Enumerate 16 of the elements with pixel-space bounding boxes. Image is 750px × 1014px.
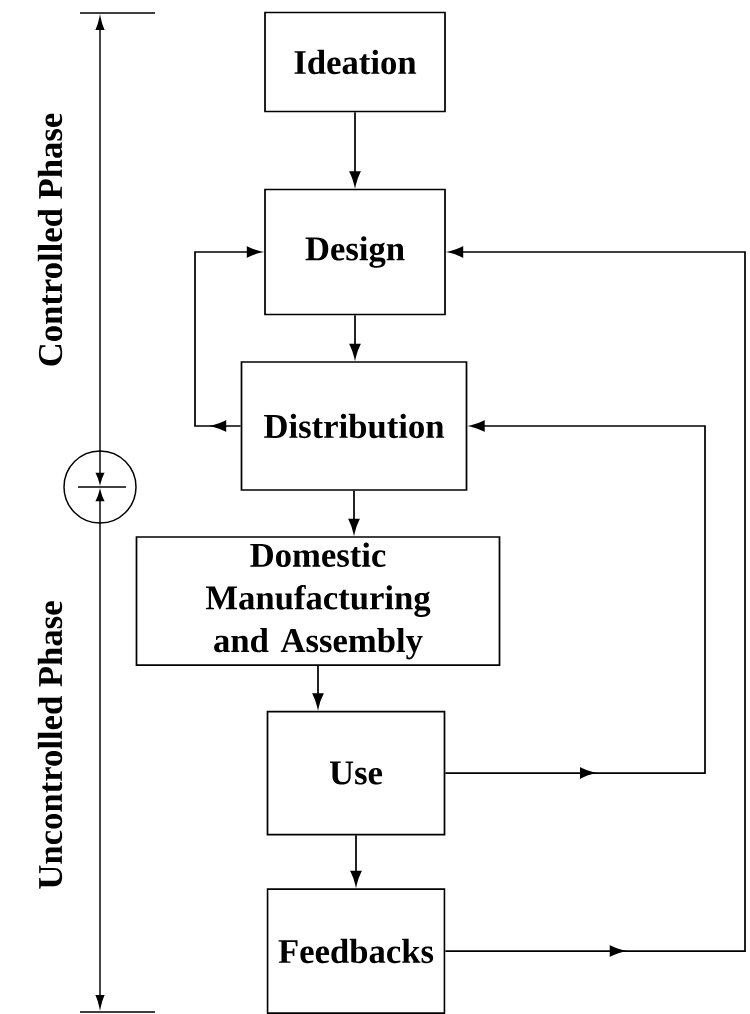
process-box: Domestic Manufacturing and Assembly: [135, 536, 501, 666]
process-box: Design: [264, 188, 446, 316]
arrow: [444, 246, 746, 957]
process-box: Ideation: [264, 11, 446, 113]
process-box: Distribution: [240, 361, 468, 491]
process-box: Feedbacks: [266, 888, 446, 1014]
arrow: [350, 834, 362, 886]
arrow: [194, 246, 262, 432]
arrow: [444, 420, 706, 779]
arrow: [349, 314, 361, 359]
phase-label: Controlled Phase: [37, 113, 63, 366]
process-box: Use: [266, 710, 446, 836]
arrow: [348, 490, 360, 534]
arrow: [349, 111, 361, 186]
phase-label: Uncontrolled Phase: [37, 601, 63, 889]
arrow: [312, 665, 324, 708]
